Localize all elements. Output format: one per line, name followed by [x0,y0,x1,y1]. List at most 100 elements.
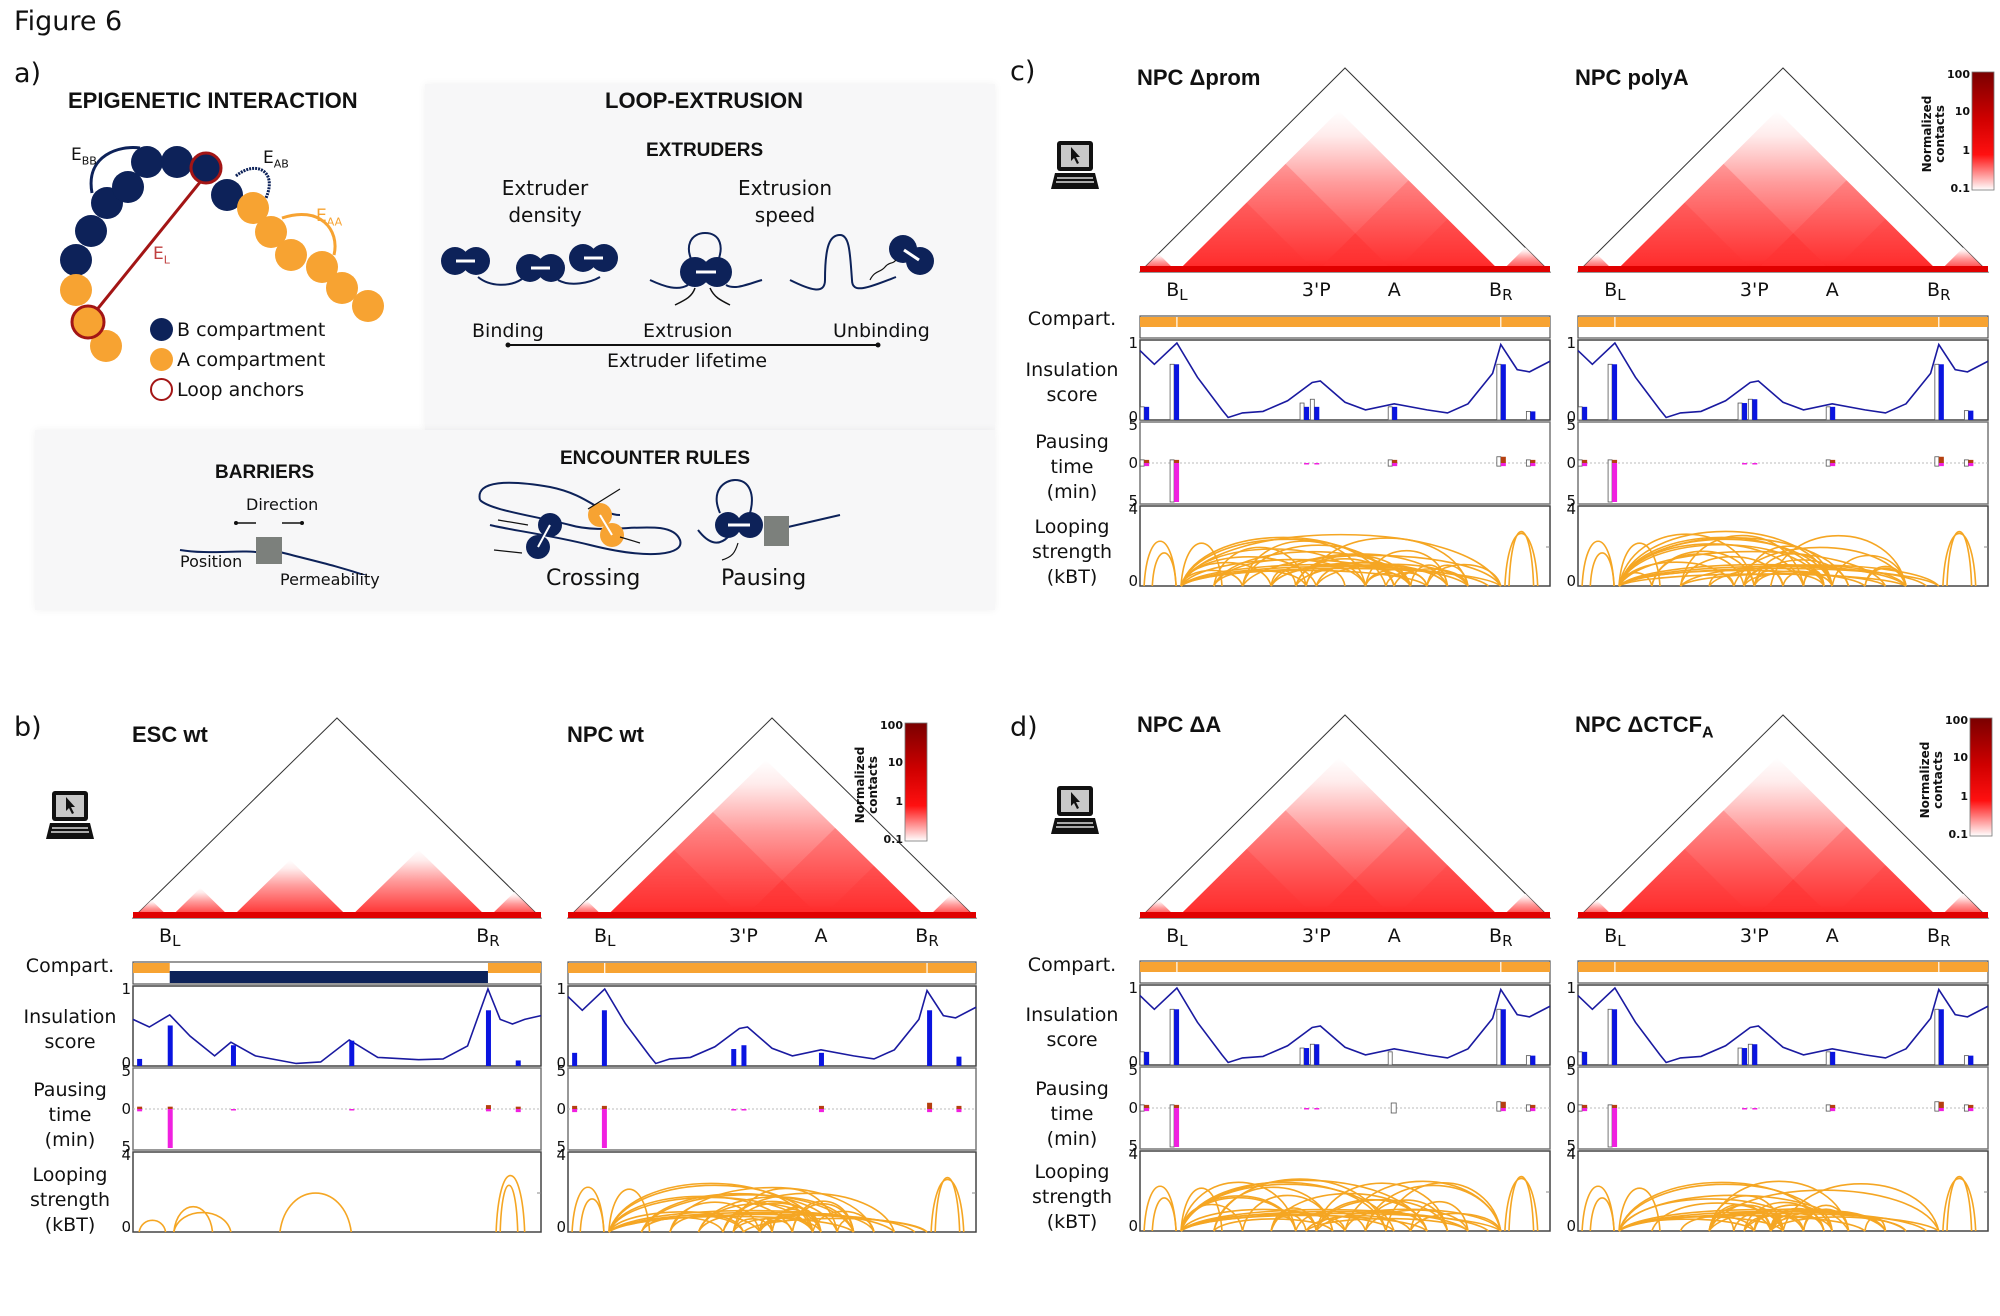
loop-arc [1409,1200,1469,1232]
loop-arc [1589,552,1615,587]
looping-tick-max: 4 [121,1146,131,1164]
insulation-bar [1144,406,1150,420]
pausing-bar-reverse [1174,463,1180,502]
a-compartment-segment [1578,962,1988,972]
insulation-bar [1742,1048,1748,1065]
el-line [85,175,207,323]
locus-label: 3'P [1302,279,1331,301]
pausing-bar-forward [1968,1104,1974,1108]
insulation-bar [1968,410,1974,420]
pausing-bar-forward [515,1106,521,1109]
insulation-bar [1752,399,1758,420]
locus-label: BR [1489,279,1512,304]
locus-label: 3'P [1740,925,1769,947]
loop-arc [1295,554,1412,587]
pausing-bar-reverse [1938,463,1944,467]
loop-arc [1180,558,1412,587]
colorbar-tick: 100 [1945,714,1968,727]
loop-arc [1942,532,1977,587]
a-compartment-segment [568,963,976,973]
insulation-ref-bar [1309,398,1315,421]
pausing-bar-reverse [137,1109,143,1112]
contact-map-diagonal [133,912,541,918]
pausing-ref-bar [1825,1104,1831,1112]
insulation-ref-bar [1825,1051,1831,1066]
loop-arc [608,1184,822,1233]
contact-map-diagonal [1140,912,1550,918]
locus-label: A [1826,925,1839,947]
pausing-ref-bar [1963,459,1969,467]
insulation-curve [1577,341,1989,419]
insulation-ref-bar [1139,1051,1145,1066]
loop-arc [1618,561,1735,587]
tad-domain [1500,247,1550,272]
locus-label: 3'P [1302,925,1331,947]
sub-tad [1832,865,1939,918]
loop-arc [1180,563,1469,587]
pausing-bar-forward [1174,1104,1180,1108]
pausing-ref-bar [1963,1104,1969,1112]
extruder-lifetime-label: Extruder lifetime [607,350,768,372]
loop-arc [934,1177,961,1233]
sub-tad [1176,163,1395,272]
insulation-track [1139,339,1551,421]
insulation-ref-bar [1387,1051,1393,1066]
looping-tick-min: 0 [1128,1217,1138,1235]
sub-tad [1176,810,1395,918]
loop-arc [791,1200,855,1233]
insulation-bar [1144,1051,1150,1065]
b-compartment-segment [169,971,488,983]
insulation-bar [1530,1055,1536,1065]
insulation-track [132,985,542,1067]
loop-arc [1946,1176,1973,1232]
insulation-bar [1392,406,1398,420]
pausing-bar-reverse [485,1109,491,1112]
insulation-bar [956,1056,962,1066]
pausing-tick-zero: 0 [556,1100,566,1118]
loop-arc [1364,1209,1469,1232]
colorbar-tick: 100 [1947,68,1970,81]
pausing-bar-reverse [1582,1108,1588,1112]
contact-map-diagonal [568,912,976,918]
insulation-tick-min: 0 [121,1054,131,1072]
pausing-bar-reverse [1500,1108,1506,1112]
pausing-bar-reverse [167,1109,173,1148]
lifetime-line [505,342,881,348]
pausing-ref-bar [1934,1101,1940,1112]
sub-tad [1394,865,1501,918]
pausing-bar-forward [1612,459,1618,463]
loop-arc [1180,556,1318,587]
pausing-ref-bar [1577,459,1583,467]
locus-label: A [1388,279,1401,301]
colorbar-gradient [1971,71,1995,191]
a-compartment-segment [1140,317,1550,327]
pausing-bar-forward [167,1106,173,1109]
loop-arc [1618,1208,1907,1232]
insulation-bar [1174,364,1180,420]
condition-title: NPC ΔA [1137,712,1222,737]
simulation-laptop-icon [46,791,94,839]
insulation-track [1577,339,1989,421]
pausing-bar-forward [1530,459,1536,463]
looping-tick-max: 4 [1566,500,1576,518]
looping-track [132,1151,542,1233]
loop-arc [1743,1214,1805,1232]
pausing-bar-reverse [601,1109,607,1148]
pausing-ref-bar [1496,456,1502,467]
tad-domain [604,760,928,918]
panel-label-d: d) [1010,712,1038,743]
insulation-ref-bar [1309,1043,1315,1066]
loop-arc [1618,530,1833,587]
loop-arc [571,1186,605,1233]
loop-arc [279,1192,353,1233]
loop-arc [1180,1214,1428,1232]
looping-tick-min: 0 [1566,1217,1576,1235]
pausing-ref-bar [1525,459,1531,467]
pausing-ref-bar [1525,1104,1531,1112]
loop-arc [1180,1183,1395,1232]
insulation-bar [1752,1044,1758,1065]
sub-tad [1316,233,1395,272]
